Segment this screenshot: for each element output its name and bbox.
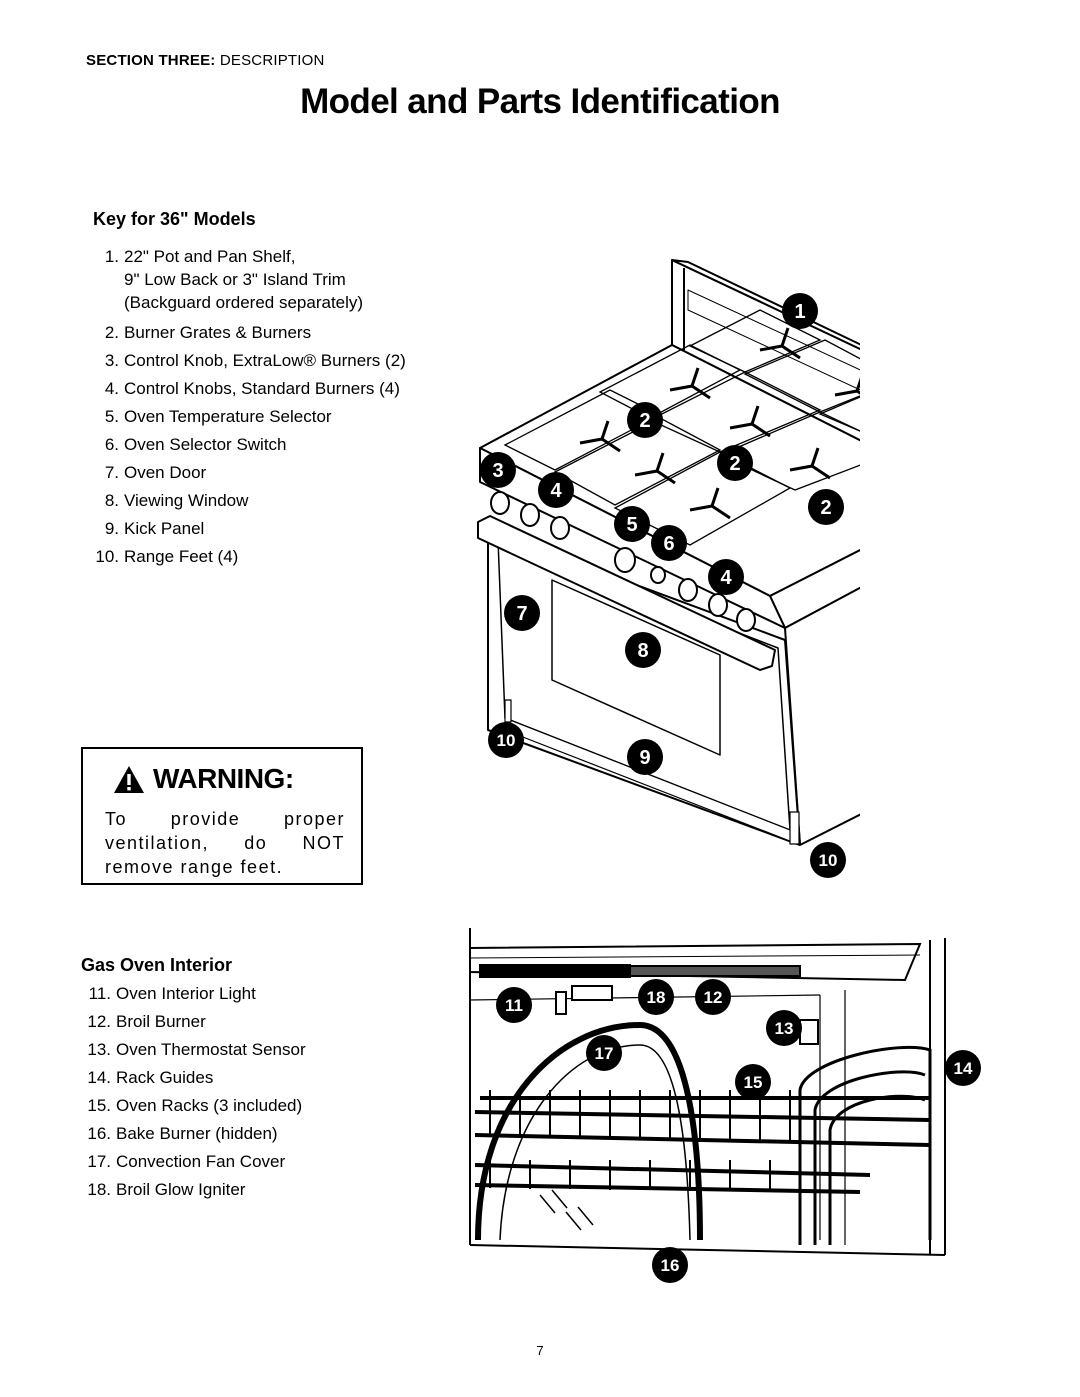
svg-text:12: 12 bbox=[704, 988, 723, 1007]
callout-9: 9 bbox=[627, 739, 663, 775]
callout-8: 8 bbox=[625, 632, 661, 668]
range-callouts: 1 2 2 2 3 4 4 5 6 7 8 9 10 10 bbox=[480, 293, 846, 878]
callout-6: 6 bbox=[651, 525, 687, 561]
warning-triangle-icon bbox=[114, 765, 144, 793]
callout-13: 13 bbox=[766, 1010, 802, 1046]
svg-text:3: 3 bbox=[492, 460, 503, 482]
svg-text:13: 13 bbox=[775, 1019, 794, 1038]
range-illustration: 1 2 2 2 3 4 4 5 6 7 8 9 10 10 bbox=[477, 259, 860, 878]
svg-text:2: 2 bbox=[729, 453, 740, 475]
svg-text:10: 10 bbox=[497, 731, 516, 750]
callout-10: 10 bbox=[488, 722, 524, 758]
callout-4: 4 bbox=[538, 472, 574, 508]
warning-box: WARNING: To provide proper ventilation, … bbox=[81, 747, 363, 885]
list-item: 17.Convection Fan Cover bbox=[87, 1152, 286, 1171]
page-title: Model and Parts Identification bbox=[300, 82, 780, 121]
callout-2: 2 bbox=[808, 489, 844, 525]
svg-text:4: 4 bbox=[720, 567, 732, 589]
callout-3: 3 bbox=[480, 452, 516, 488]
svg-text:2: 2 bbox=[820, 497, 831, 519]
list-item: 5.Oven Temperature Selector bbox=[104, 407, 332, 426]
svg-text:14: 14 bbox=[954, 1059, 973, 1078]
callout-1: 1 bbox=[782, 293, 818, 329]
warning-title: WARNING: bbox=[113, 763, 294, 795]
interior-list: 11.Oven Interior Light 12.Broil Burner 1… bbox=[81, 980, 306, 1204]
interior-heading: Gas Oven Interior bbox=[81, 955, 233, 975]
oven-interior-illustration: 11 18 12 13 17 14 15 16 bbox=[469, 928, 981, 1283]
list-item: 1. 22" Pot and Pan Shelf, 9" Low Back or… bbox=[104, 247, 364, 312]
svg-text:2: 2 bbox=[639, 410, 650, 432]
list-item: 18.Broil Glow Igniter bbox=[87, 1180, 246, 1199]
list-item: 16.Bake Burner (hidden) bbox=[87, 1124, 278, 1143]
svg-text:17: 17 bbox=[595, 1044, 614, 1063]
page-number: 7 bbox=[536, 1343, 544, 1358]
section-header: SECTION THREE: DESCRIPTION bbox=[86, 52, 325, 69]
key-heading: Key for 36" Models bbox=[93, 209, 256, 229]
callout-17: 17 bbox=[586, 1035, 622, 1071]
interior-callouts: 11 18 12 13 17 14 15 16 bbox=[496, 979, 981, 1283]
list-item: 15.Oven Racks (3 included) bbox=[87, 1096, 303, 1115]
callout-4: 4 bbox=[708, 559, 744, 595]
list-item: 8.Viewing Window bbox=[104, 491, 249, 510]
list-item: 4.Control Knobs, Standard Burners (4) bbox=[104, 379, 400, 398]
svg-text:8: 8 bbox=[637, 640, 648, 662]
list-item: 6.Oven Selector Switch bbox=[104, 435, 287, 454]
svg-text:18: 18 bbox=[647, 988, 666, 1007]
svg-text:6: 6 bbox=[663, 533, 674, 555]
callout-14: 14 bbox=[945, 1050, 981, 1086]
callout-5: 5 bbox=[614, 506, 650, 542]
svg-text:4: 4 bbox=[550, 480, 562, 502]
callout-2: 2 bbox=[627, 402, 663, 438]
callout-7: 7 bbox=[504, 595, 540, 631]
svg-text:15: 15 bbox=[744, 1073, 763, 1092]
svg-text:11: 11 bbox=[505, 996, 523, 1015]
list-item: 10.Range Feet (4) bbox=[95, 547, 239, 566]
svg-text:5: 5 bbox=[626, 514, 637, 536]
warning-text: To provide proper ventilation, do NOT re… bbox=[105, 809, 345, 877]
list-item: 13.Oven Thermostat Sensor bbox=[87, 1040, 306, 1059]
list-item: 3.Control Knob, ExtraLow® Burners (2) bbox=[104, 351, 406, 370]
list-item: 11.Oven Interior Light bbox=[88, 984, 256, 1003]
svg-text:10: 10 bbox=[819, 851, 838, 870]
list-item: 12.Broil Burner bbox=[87, 1012, 206, 1031]
svg-text:9: 9 bbox=[639, 747, 650, 769]
list-item: 9.Kick Panel bbox=[104, 519, 205, 538]
callout-16: 16 bbox=[652, 1247, 688, 1283]
callout-18: 18 bbox=[638, 979, 674, 1015]
callout-12: 12 bbox=[695, 979, 731, 1015]
key-list: 1. 22" Pot and Pan Shelf, 9" Low Back or… bbox=[93, 245, 406, 571]
list-item: 2.Burner Grates & Burners bbox=[104, 323, 312, 342]
list-item: 14.Rack Guides bbox=[87, 1068, 214, 1087]
svg-text:1: 1 bbox=[794, 301, 805, 323]
callout-2: 2 bbox=[717, 445, 753, 481]
svg-text:16: 16 bbox=[661, 1256, 680, 1275]
list-item: 7.Oven Door bbox=[104, 463, 207, 482]
callout-15: 15 bbox=[735, 1064, 771, 1100]
svg-text:7: 7 bbox=[516, 603, 527, 625]
callout-10: 10 bbox=[810, 842, 846, 878]
callout-11: 11 bbox=[496, 987, 532, 1023]
